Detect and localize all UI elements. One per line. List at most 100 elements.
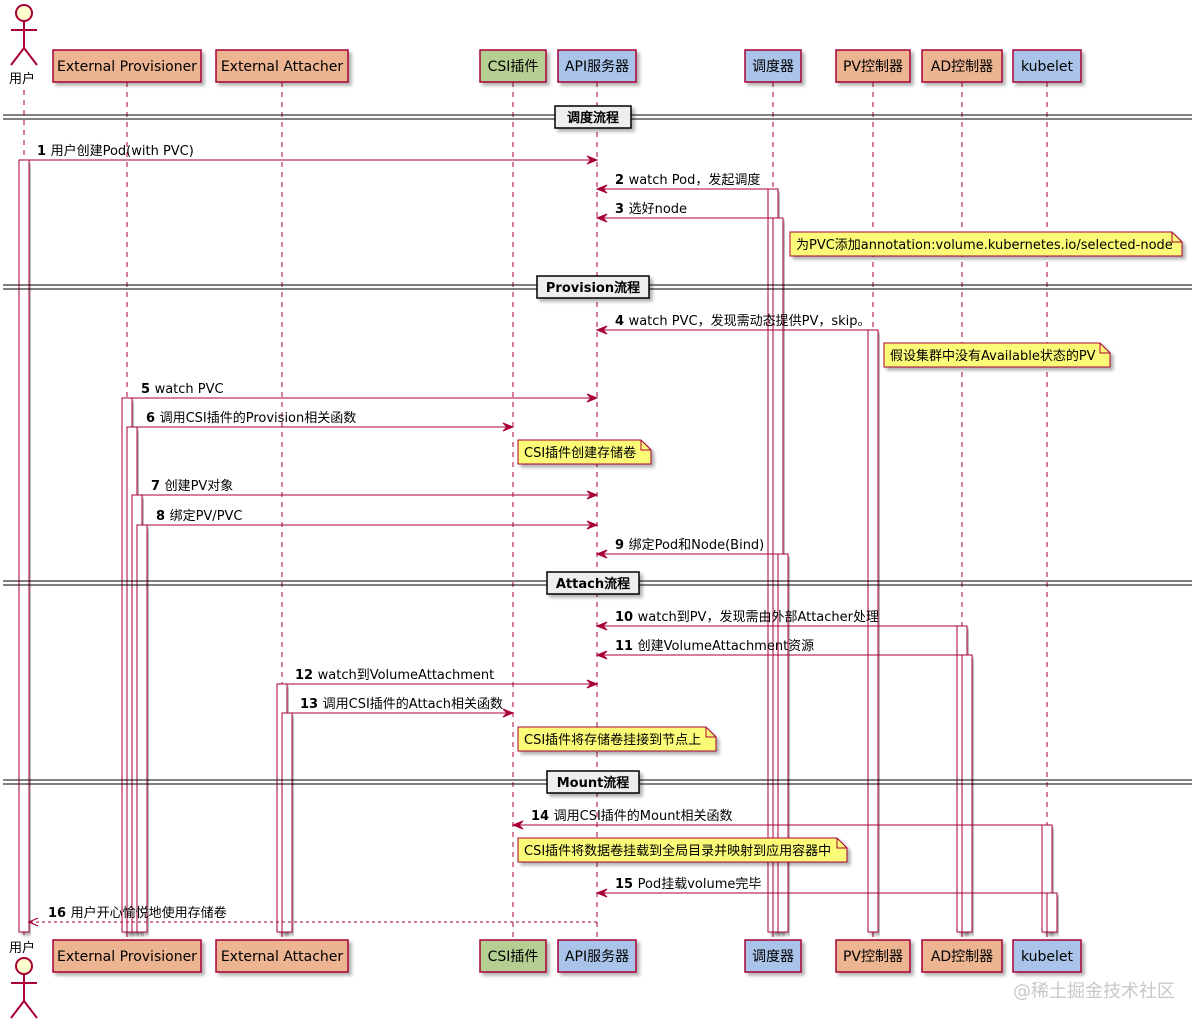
note: CSI插件将数据卷挂载到全局目录并映射到应用容器中 — [517, 837, 848, 863]
message-number: 15 — [615, 877, 638, 892]
message-4: 4 watch PVC，发现需动态提供PV，skip。 — [595, 313, 871, 335]
message-text: 用户创建Pod(with PVC) — [51, 143, 194, 159]
message-number: 16 — [48, 906, 71, 921]
participant-att-top: External Attacher — [215, 49, 349, 83]
section-divider: Provision流程 — [3, 275, 1192, 299]
participant-kub-bottom: kubelet — [1012, 939, 1082, 973]
divider-label-box — [536, 275, 650, 299]
message-label: 1 用户创建Pod(with PVC) — [37, 143, 194, 159]
message-text: 调用CSI插件的Mount相关函数 — [554, 808, 733, 824]
participant-box — [215, 939, 349, 973]
participant-sched-bottom: 调度器 — [744, 939, 802, 973]
watermark: @稀土掘金技术社区 — [1013, 981, 1175, 1002]
arrowhead — [586, 393, 599, 403]
arrowhead — [595, 549, 608, 559]
participant-label: PV控制器 — [843, 949, 903, 965]
activation-bar — [1046, 892, 1058, 933]
participant-csi-bottom: CSI插件 — [479, 939, 547, 973]
arrowhead — [595, 325, 608, 335]
message-text: 调用CSI插件的Provision相关函数 — [160, 410, 357, 426]
message-11: 11 创建VolumeAttachment资源 — [595, 639, 962, 660]
note: 假设集群中没有Available状态的PV — [883, 342, 1111, 368]
activation-bar — [136, 524, 148, 933]
note: CSI插件将存储卷挂接到节点上 — [517, 726, 717, 752]
activation-bar — [281, 712, 293, 933]
message-label: 12 watch到VolumeAttachment — [295, 668, 494, 683]
participant-label: External Provisioner — [57, 949, 197, 965]
message-number: 13 — [300, 697, 323, 712]
arrowhead — [27, 917, 39, 927]
message-number: 4 — [615, 314, 629, 329]
participant-prov-top: External Provisioner — [52, 49, 202, 83]
note-text: 假设集群中没有Available状态的PV — [890, 348, 1096, 364]
message-3: 3 选好node — [595, 202, 773, 223]
actor-label-bottom: 用户 — [9, 940, 35, 956]
arrowhead — [595, 213, 608, 223]
participant-label: CSI插件 — [488, 59, 539, 75]
message-label: 5 watch PVC — [141, 382, 224, 397]
actor-icon-bottom — [10, 957, 38, 1019]
note-text: CSI插件将数据卷挂载到全局目录并映射到应用容器中 — [524, 843, 831, 859]
message-text: 选好node — [629, 202, 687, 217]
participant-label: API服务器 — [565, 59, 629, 75]
message-label: 4 watch PVC，发现需动态提供PV，skip。 — [615, 313, 871, 329]
divider-label: Provision流程 — [546, 280, 640, 296]
message-10: 10 watch到PV，发现需由外部Attacher处理 — [595, 609, 957, 631]
message-text: watch到PV，发现需由外部Attacher处理 — [638, 609, 879, 625]
divider-label: Attach流程 — [556, 576, 630, 592]
message-7: 7 创建PV对象 — [137, 479, 599, 500]
participant-csi-top: CSI插件 — [479, 49, 547, 83]
participant-label: kubelet — [1021, 59, 1074, 75]
message-label: 15 Pod挂载volume完毕 — [615, 877, 761, 892]
participant-box — [835, 49, 911, 83]
participant-box — [557, 49, 637, 83]
participant-api-top: API服务器 — [557, 49, 637, 83]
message-text: 创建PV对象 — [165, 479, 234, 494]
message-12: 12 watch到VolumeAttachment — [287, 668, 599, 689]
note-fold — [1171, 232, 1182, 243]
participant-label: AD控制器 — [931, 949, 993, 965]
arrowhead — [502, 422, 515, 432]
participant-api-bottom: API服务器 — [557, 939, 637, 973]
note: 为PVC添加annotation:volume.kubernetes.io/se… — [789, 231, 1183, 257]
section-divider: Mount流程 — [3, 770, 1192, 794]
participant-box — [1012, 939, 1082, 973]
arrowhead — [595, 621, 608, 631]
message-number: 2 — [615, 173, 629, 188]
divider-label: 调度流程 — [567, 110, 619, 126]
participant-box — [921, 939, 1003, 973]
message-text: watch PVC — [155, 382, 224, 397]
actor-label-top: 用户 — [9, 71, 35, 87]
message-text: watch到VolumeAttachment — [318, 668, 495, 683]
participant-label: 调度器 — [752, 59, 794, 75]
actor-leg-left — [10, 47, 25, 66]
actor-head — [15, 4, 33, 22]
participant-box — [557, 939, 637, 973]
arrowhead — [586, 155, 599, 165]
participant-ad-top: AD控制器 — [921, 49, 1003, 83]
participant-pv-top: PV控制器 — [835, 49, 911, 83]
activation-bar — [867, 329, 879, 933]
actor-icon-top — [10, 4, 38, 66]
message-1: 1 用户创建Pod(with PVC) — [29, 143, 599, 165]
section-divider: Attach流程 — [3, 571, 1192, 595]
arrowhead — [502, 708, 515, 718]
note-box — [883, 342, 1111, 368]
participant-box — [1012, 49, 1082, 83]
participant-pv-bottom: PV控制器 — [835, 939, 911, 973]
message-label: 11 创建VolumeAttachment资源 — [615, 639, 814, 654]
message-text: watch PVC，发现需动态提供PV，skip。 — [629, 313, 871, 329]
message-number: 5 — [141, 382, 155, 397]
participant-kub-top: kubelet — [1012, 49, 1082, 83]
activation-bar — [961, 654, 973, 933]
message-16: 16 用户开心愉悦地使用存储卷 — [27, 905, 597, 927]
message-number: 6 — [146, 411, 160, 426]
message-5: 5 watch PVC — [127, 382, 599, 403]
message-label: 9 绑定Pod和Node(Bind) — [615, 538, 764, 553]
message-label: 13 调用CSI插件的Attach相关函数 — [300, 696, 503, 712]
message-6: 6 调用CSI插件的Provision相关函数 — [132, 410, 515, 432]
divider-label-box — [554, 105, 632, 129]
message-number: 11 — [615, 639, 638, 654]
message-number: 9 — [615, 538, 629, 553]
participant-box — [479, 939, 547, 973]
